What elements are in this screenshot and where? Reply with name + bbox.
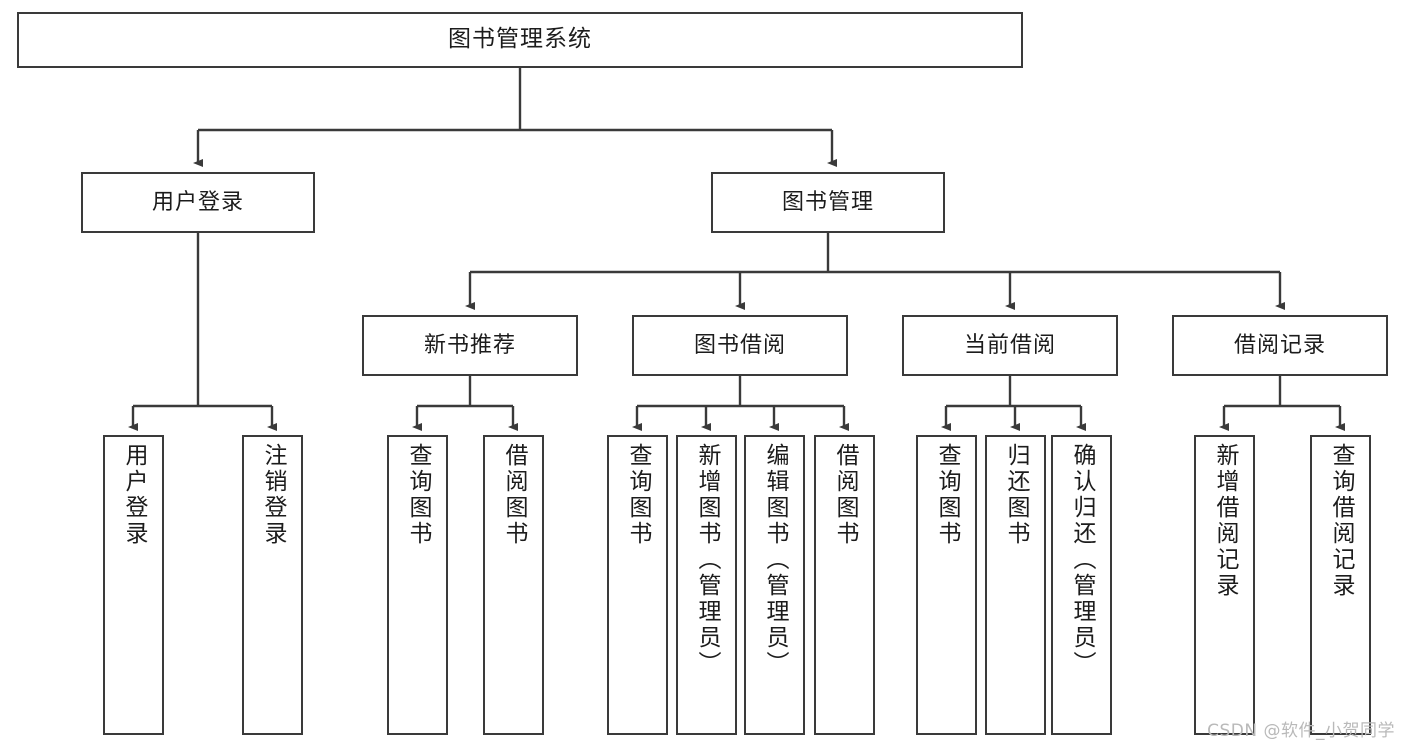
node-label: 当前借阅 — [963, 332, 1056, 358]
node-label: 借阅记录 — [1233, 332, 1326, 358]
node-label: 确认归还（管理员） — [1069, 443, 1095, 677]
leaf-add-book-admin[interactable]: 新增图书（管理员） — [676, 435, 737, 735]
leaf-query-book-recommend[interactable]: 查询图书 — [387, 435, 448, 735]
node-label: 查询借阅记录 — [1328, 443, 1354, 599]
node-root-system[interactable]: 图书管理系统 — [17, 12, 1023, 68]
leaf-add-borrow-record[interactable]: 新增借阅记录 — [1194, 435, 1255, 735]
leaf-logout[interactable]: 注销登录 — [242, 435, 303, 735]
leaf-query-borrow-record[interactable]: 查询借阅记录 — [1310, 435, 1371, 735]
node-book-borrow[interactable]: 图书借阅 — [632, 315, 848, 376]
node-label: 用户登录 — [151, 189, 244, 215]
node-label: 查询图书 — [405, 443, 431, 547]
leaf-query-book-borrow[interactable]: 查询图书 — [607, 435, 668, 735]
node-label: 新书推荐 — [423, 332, 516, 358]
node-label: 图书管理 — [781, 189, 874, 215]
node-label: 借阅图书 — [832, 443, 858, 547]
node-label: 查询图书 — [625, 443, 651, 547]
node-current-borrow[interactable]: 当前借阅 — [902, 315, 1118, 376]
leaf-borrow-book-recommend[interactable]: 借阅图书 — [483, 435, 544, 735]
node-label: 归还图书 — [1003, 443, 1029, 547]
leaf-edit-book-admin[interactable]: 编辑图书（管理员） — [744, 435, 805, 735]
node-label: 查询图书 — [934, 443, 960, 547]
node-borrow-records[interactable]: 借阅记录 — [1172, 315, 1388, 376]
node-label: 图书借阅 — [693, 332, 786, 358]
leaf-query-book-current[interactable]: 查询图书 — [916, 435, 977, 735]
node-label: 编辑图书（管理员） — [762, 443, 788, 677]
watermark: CSDN @软件_小贺同学 — [1207, 721, 1395, 741]
leaf-confirm-return-admin[interactable]: 确认归还（管理员） — [1051, 435, 1112, 735]
node-label: 注销登录 — [260, 443, 286, 547]
leaf-user-login[interactable]: 用户登录 — [103, 435, 164, 735]
leaf-borrow-book[interactable]: 借阅图书 — [814, 435, 875, 735]
node-label: 图书管理系统 — [448, 26, 592, 53]
node-label: 用户登录 — [121, 443, 147, 547]
leaf-return-book[interactable]: 归还图书 — [985, 435, 1046, 735]
node-label: 新增图书（管理员） — [694, 443, 720, 677]
node-new-book-recommendation[interactable]: 新书推荐 — [362, 315, 578, 376]
node-book-management[interactable]: 图书管理 — [711, 172, 945, 233]
node-label: 借阅图书 — [501, 443, 527, 547]
node-label: 新增借阅记录 — [1212, 443, 1238, 599]
node-user-login[interactable]: 用户登录 — [81, 172, 315, 233]
